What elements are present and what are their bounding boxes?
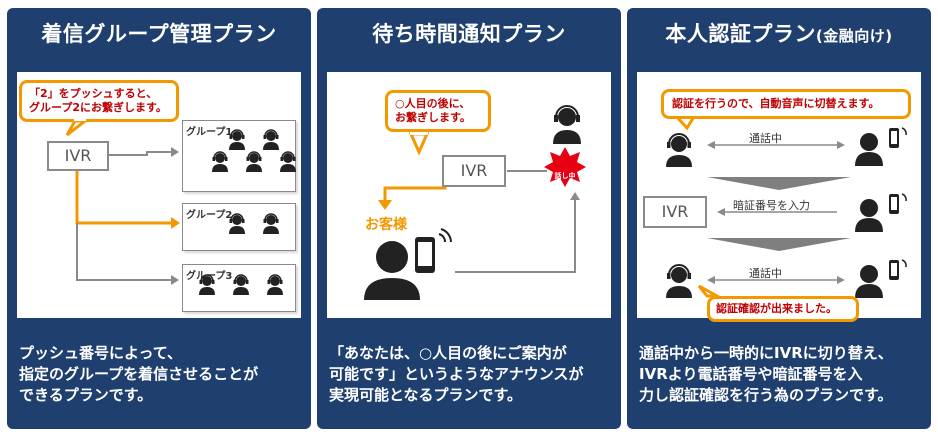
smartphone-icon — [889, 127, 907, 148]
desc-line: 実現可能となるプランです。 — [329, 386, 523, 404]
panel-title: 本人認証プラン(金融向け) — [627, 18, 931, 48]
operator-icon — [553, 105, 581, 144]
bubble-line-1: ○人目の後に、 — [395, 97, 471, 110]
user-icon — [855, 133, 883, 166]
smartphone-icon — [415, 228, 452, 273]
ivr-box: IVR — [47, 141, 109, 171]
operator-icon — [232, 274, 250, 296]
busy-burst-icon — [544, 147, 586, 187]
panel-identity-verification: 本人認証プラン(金融向け) — [627, 8, 931, 429]
bubble-line-1: 「2」をプッシュすると、 — [29, 87, 158, 100]
operator-icons — [198, 129, 297, 296]
operator-icon — [666, 133, 692, 167]
desc-line: 力し認証確認を行う為のプランです。 — [639, 386, 893, 404]
operator-icon — [262, 129, 280, 151]
diagram-area: 認証を行うので、自動音声に切替えます。 通話中 IVR 暗証番号を入力 通話中 … — [637, 72, 921, 322]
panel-group-management: 着信グループ管理プラン 「2」をプッシュすると、 グループ2にお繋ぎします。 I… — [7, 8, 311, 429]
speech-bubble-bottom: 認証確認が出来ました。 — [707, 296, 859, 322]
busy-label: 話し中 — [554, 172, 576, 180]
speech-bubble: 「2」をプッシュすると、 グループ2にお繋ぎします。 — [19, 80, 179, 122]
ivr-box: IVR — [442, 155, 506, 187]
operator-icon — [266, 274, 284, 296]
bubble-tail — [65, 117, 90, 137]
user-icon — [364, 241, 420, 300]
title-suffix: (金融向け) — [815, 27, 893, 45]
panel-title: 着信グループ管理プラン — [41, 22, 277, 46]
operator-icon — [198, 274, 216, 296]
desc-line: IVRより電話番号や暗証番号を入 — [639, 365, 863, 383]
operator-icon — [279, 151, 297, 173]
panel-description: プッシュ番号によって、 指定のグループを着信させることが できるプランです。 — [19, 343, 301, 406]
bubble-line-2: お繋ぎします。 — [395, 111, 471, 124]
operator-icon — [211, 151, 229, 173]
panel-description: 「あなたは、○人目の後にご案内が 可能です」というようなアナウンスが 実現可能と… — [329, 343, 611, 406]
smartphone-icon — [889, 193, 907, 214]
talking-label: 通話中 — [749, 132, 782, 145]
desc-line: プッシュ番号によって、 — [19, 344, 183, 362]
ivr-box: IVR — [643, 196, 707, 228]
title-main: 本人認証プラン — [665, 22, 816, 46]
group-label: グループ1 — [186, 127, 233, 138]
diagram-area: 「2」をプッシュすると、 グループ2にお繋ぎします。 IVR グループ1 グルー… — [17, 72, 301, 318]
speech-bubble: ○人目の後に、 お繋ぎします。 — [385, 90, 491, 132]
talking-label: 通話中 — [749, 267, 782, 280]
flow-graphics — [666, 111, 907, 298]
panel-wait-time-notice: 待ち時間通知プラン — [317, 8, 621, 429]
desc-line: 指定のグループを着信させることが — [19, 365, 259, 383]
connector-lines — [75, 147, 180, 285]
panel-title: 待ち時間通知プラン — [372, 22, 566, 46]
operator-icon — [228, 213, 246, 235]
bubble-line-2: グループ2にお繋ぎします。 — [29, 101, 167, 114]
smartphone-icon — [889, 259, 907, 280]
operator-icon — [228, 129, 246, 151]
connector-lines — [364, 105, 586, 300]
desc-line: 通話中から一時的にIVRに切り替え、 — [639, 344, 893, 362]
speech-bubble-top: 認証を行うので、自動音声に切替えます。 — [661, 89, 911, 119]
operator-icon — [245, 151, 263, 173]
user-icon — [855, 199, 883, 232]
desc-line: 「あなたは、○人目の後にご案内が — [329, 344, 567, 362]
user-icon — [855, 265, 883, 298]
panel-description: 通話中から一時的にIVRに切り替え、 IVRより電話番号や暗証番号を入 力し認証… — [639, 343, 921, 406]
desc-line: 可能です」というようなアナウンスが — [329, 365, 584, 383]
operator-icon — [666, 264, 692, 298]
customer-label: お客様 — [365, 217, 407, 233]
diagram-area: ○人目の後に、 お繋ぎします。 IVR 話し中 お客様 — [327, 72, 611, 318]
group-label: グループ3 — [186, 271, 233, 282]
group-label: グループ2 — [186, 210, 233, 221]
pin-input-label: 暗証番号を入力 — [733, 199, 810, 212]
desc-line: できるプランです。 — [19, 386, 153, 404]
operator-icon — [262, 213, 280, 235]
